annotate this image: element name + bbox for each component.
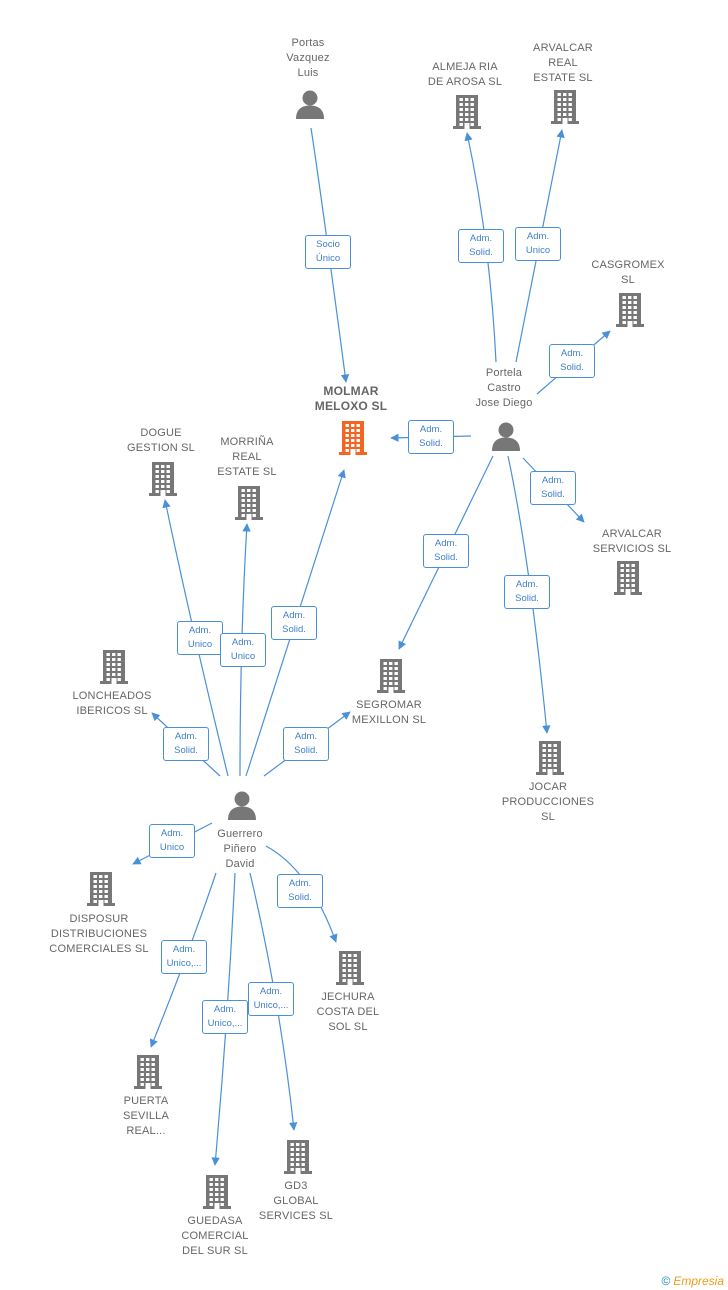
brand-name: Empresia <box>673 1274 724 1288</box>
node-label-jechura[interactable]: JECHURA COSTA DEL SOL SL <box>316 991 380 1033</box>
edge-label-guerrero-to-puerta[interactable]: Adm. Unico,... <box>161 940 207 974</box>
company-icon[interactable] <box>616 293 644 332</box>
edge-label-portela-to-segromar[interactable]: Adm. Solid. <box>423 534 469 568</box>
edge-portas-to-molmar <box>310 127 350 383</box>
company-icon[interactable] <box>149 462 177 501</box>
company-icon[interactable] <box>551 90 579 129</box>
edge-label-portela-to-almeja[interactable]: Adm. Solid. <box>458 229 504 263</box>
person-icon[interactable] <box>295 89 325 124</box>
company-icon[interactable] <box>336 951 364 990</box>
node-label-segromar[interactable]: SEGROMAR MEXILLON SL <box>351 699 427 726</box>
person-icon[interactable] <box>227 790 257 825</box>
node-label-almeja[interactable]: ALMEJA RIA DE AROSA SL <box>427 61 503 88</box>
edge-label-guerrero-to-molmar[interactable]: Adm. Solid. <box>271 606 317 640</box>
edge-label-guerrero-to-morrina[interactable]: Adm. Unico <box>220 633 266 667</box>
company-icon[interactable] <box>377 659 405 698</box>
node-label-loncheados[interactable]: LONCHEADOS IBERICOS SL <box>72 690 152 717</box>
node-label-disposur[interactable]: DISPOSUR DISTRIBUCIONES COMERCIALES SL <box>49 913 149 955</box>
node-label-portas[interactable]: Portas Vazquez Luis <box>286 37 330 79</box>
edge-label-portela-to-arvalcar_real[interactable]: Adm. Unico <box>515 227 561 261</box>
node-label-guedasa[interactable]: GUEDASA COMERCIAL DEL SUR SL <box>181 1215 249 1257</box>
edge-label-guerrero-to-disposur[interactable]: Adm. Unico <box>149 824 195 858</box>
node-label-dogue[interactable]: DOGUE GESTION SL <box>126 427 196 454</box>
edge-label-portela-to-casgromex[interactable]: Adm. Solid. <box>549 344 595 378</box>
edge-label-guerrero-to-dogue[interactable]: Adm. Unico <box>177 621 223 655</box>
company-icon[interactable] <box>87 872 115 911</box>
edge-label-portela-to-molmar[interactable]: Adm. Solid. <box>408 420 454 454</box>
node-label-molmar[interactable]: MOLMAR MELOXO SL <box>314 384 388 413</box>
edge-label-portela-to-arvalcar_serv[interactable]: Adm. Solid. <box>530 471 576 505</box>
company-icon[interactable] <box>453 95 481 134</box>
company-icon[interactable] <box>284 1140 312 1179</box>
company-icon[interactable] <box>100 650 128 689</box>
node-label-gd3[interactable]: GD3 GLOBAL SERVICES SL <box>258 1180 334 1222</box>
edge-label-guerrero-to-segromar[interactable]: Adm. Solid. <box>283 727 329 761</box>
node-label-arvalcar_real[interactable]: ARVALCAR REAL ESTATE SL <box>533 42 593 84</box>
company-icon[interactable] <box>614 561 642 600</box>
copyright-symbol: © <box>661 1274 671 1288</box>
edge-label-guerrero-to-gd3[interactable]: Adm. Unico,... <box>248 982 294 1016</box>
company-icon[interactable] <box>536 741 564 780</box>
node-label-guerrero[interactable]: Guerrero Piñero David <box>217 828 263 870</box>
main-company-icon[interactable] <box>339 421 367 460</box>
node-label-puerta[interactable]: PUERTA SEVILLA REAL... <box>122 1095 170 1137</box>
company-icon[interactable] <box>134 1055 162 1094</box>
edge-label-guerrero-to-jechura[interactable]: Adm. Solid. <box>277 874 323 908</box>
company-icon[interactable] <box>235 486 263 525</box>
node-label-morrina[interactable]: MORRIÑA REAL ESTATE SL <box>217 436 277 478</box>
edge-label-guerrero-to-loncheados[interactable]: Adm. Solid. <box>163 727 209 761</box>
node-label-casgromex[interactable]: CASGROMEX SL <box>591 259 665 286</box>
node-label-jocar[interactable]: JOCAR PRODUCCIONES SL <box>501 781 595 823</box>
edge-label-portela-to-jocar[interactable]: Adm. Solid. <box>504 575 550 609</box>
person-icon[interactable] <box>491 421 521 456</box>
company-icon[interactable] <box>203 1175 231 1214</box>
edge-label-portas-to-molmar[interactable]: Socio Único <box>305 235 351 269</box>
node-label-portela[interactable]: Portela Castro Jose Diego <box>475 367 533 409</box>
edge-label-guerrero-to-guedasa[interactable]: Adm. Unico,... <box>202 1000 248 1034</box>
copyright-mark[interactable]: ©Empresia <box>661 1274 724 1288</box>
node-label-arvalcar_serv[interactable]: ARVALCAR SERVICIOS SL <box>592 528 672 555</box>
